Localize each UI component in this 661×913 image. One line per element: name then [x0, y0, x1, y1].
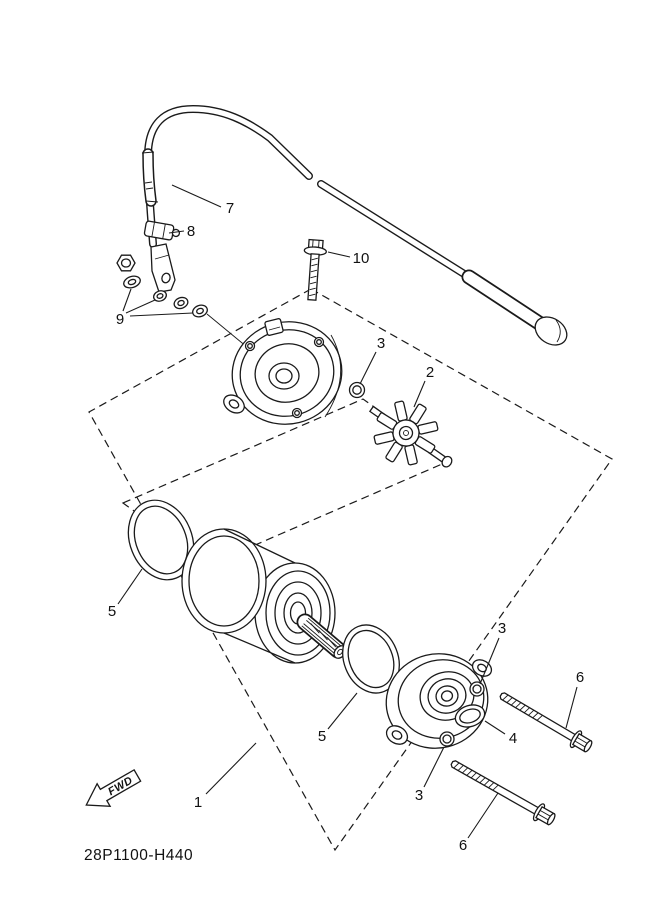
leader-lines — [117, 184, 578, 839]
terminal-lug — [150, 243, 176, 293]
motor-yoke — [181, 528, 347, 664]
o-ring-3-rear-lower — [439, 731, 455, 747]
callout-2: 2 — [426, 364, 434, 381]
fwd-arrow: FWD — [85, 768, 142, 807]
rear-bracket-ear-upper — [471, 659, 493, 677]
callout-5-middle: 5 — [318, 728, 326, 745]
diagram-part-code: 28P1100-H440 — [84, 847, 193, 864]
assembly-boundary-outer — [88, 288, 613, 852]
terminal-washer — [123, 275, 141, 289]
callout-3-lower: 3 — [415, 787, 423, 804]
rear-bracket-ear-lower — [385, 725, 409, 745]
cable-boot — [461, 269, 568, 346]
through-bolt-upper — [499, 692, 593, 753]
rear-bracket — [385, 653, 493, 749]
flange-bolt-10 — [303, 238, 327, 301]
o-ring-5-left — [127, 499, 195, 581]
o-ring-4 — [454, 704, 486, 728]
callout-5-left: 5 — [108, 603, 116, 620]
callout-6-upper: 6 — [576, 669, 584, 686]
o-ring-3-rear-upper — [469, 681, 485, 697]
through-bolt-lower — [450, 760, 556, 826]
callout-4: 4 — [509, 730, 517, 747]
callout-9: 9 — [116, 311, 124, 328]
callout-3-front: 3 — [377, 335, 385, 352]
front-bracket — [223, 318, 343, 425]
callout-6-lower: 6 — [459, 837, 467, 854]
cable-sleeve — [141, 148, 159, 207]
callout-10: 10 — [353, 250, 370, 267]
callout-7: 7 — [226, 200, 234, 217]
callout-8: 8 — [187, 223, 195, 240]
armature-commutator — [368, 400, 453, 468]
front-bracket-ear — [223, 394, 245, 414]
callout-1: 1 — [194, 794, 202, 811]
o-ring-3-front — [348, 381, 366, 399]
o-ring-5-middle — [342, 624, 400, 694]
starter-cable — [141, 104, 568, 346]
terminal-nut — [116, 254, 136, 272]
callout-3-upper: 3 — [498, 620, 506, 637]
